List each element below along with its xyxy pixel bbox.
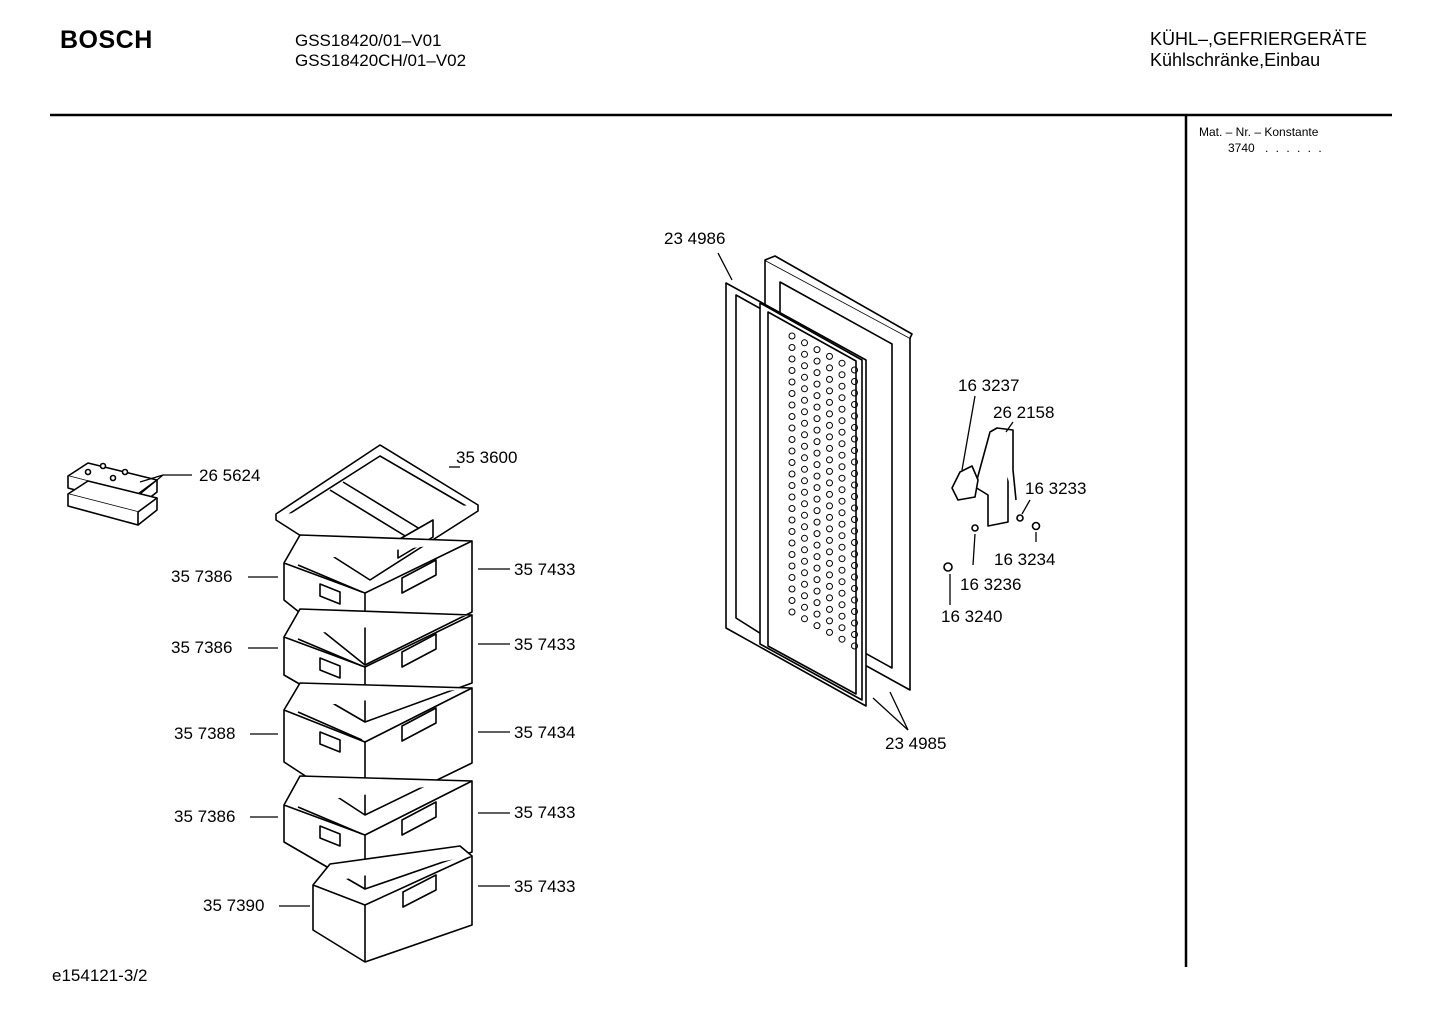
part-label-163237: 16 3237 (958, 376, 1020, 395)
part-label-357388: 35 7388 (174, 724, 236, 743)
mat-nr-value: 3740 (1228, 141, 1255, 155)
part-label-163233: 16 3233 (1025, 479, 1087, 498)
part-label-357433-c: 35 7433 (514, 803, 576, 822)
door-texture (788, 332, 858, 650)
part-label-163234: 16 3234 (994, 550, 1056, 569)
part-label-353600: 35 3600 (456, 448, 518, 467)
hinge-icon (943, 427, 1041, 572)
part-label-234986: 23 4986 (664, 229, 726, 248)
mat-nr-dots: . . . . . . (1265, 141, 1324, 155)
part-label-163240: 16 3240 (941, 607, 1003, 626)
part-label-357434: 35 7434 (514, 723, 576, 742)
part-label-265624: 26 5624 (199, 466, 261, 485)
part-label-357386-a: 35 7386 (171, 567, 233, 586)
part-label-357433-a: 35 7433 (514, 560, 576, 579)
category-line-1: KÜHL–,GEFRIERGERÄTE (1150, 29, 1368, 49)
part-label-163236: 16 3236 (960, 575, 1022, 594)
part-label-234985: 23 4985 (885, 734, 947, 753)
part-label-262158: 26 2158 (993, 403, 1055, 422)
model-number-1: GSS18420/01–V01 (295, 31, 442, 50)
drawer-5-icon (312, 845, 473, 963)
brand-logo: BOSCH (60, 26, 153, 54)
ice-pack-icon (67, 462, 158, 526)
category-line-2: Kühlschränke,Einbau (1150, 50, 1321, 70)
part-label-357390: 35 7390 (203, 896, 265, 915)
part-label-357433-d: 35 7433 (514, 877, 576, 896)
part-label-357433-b: 35 7433 (514, 635, 576, 654)
drawer-1-icon (283, 534, 473, 666)
model-number-2: GSS18420CH/01–V02 (295, 51, 467, 70)
document-id: e154121-3/2 (52, 966, 148, 985)
part-label-357386-b: 35 7386 (171, 638, 233, 657)
part-label-357386-c: 35 7386 (174, 807, 236, 826)
mat-nr-label: Mat. – Nr. – Konstante (1199, 125, 1319, 139)
